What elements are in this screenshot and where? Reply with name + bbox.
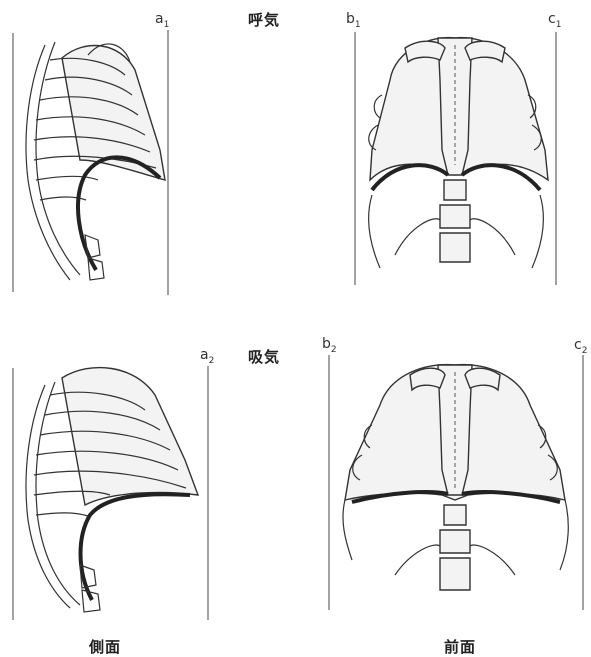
frontal-ribcage-inhale bbox=[343, 365, 568, 590]
lateral-ribcage-inhale bbox=[26, 368, 198, 612]
frontal-ribcage-exhale bbox=[369, 38, 548, 268]
lateral-ribcage-exhale bbox=[26, 42, 165, 280]
